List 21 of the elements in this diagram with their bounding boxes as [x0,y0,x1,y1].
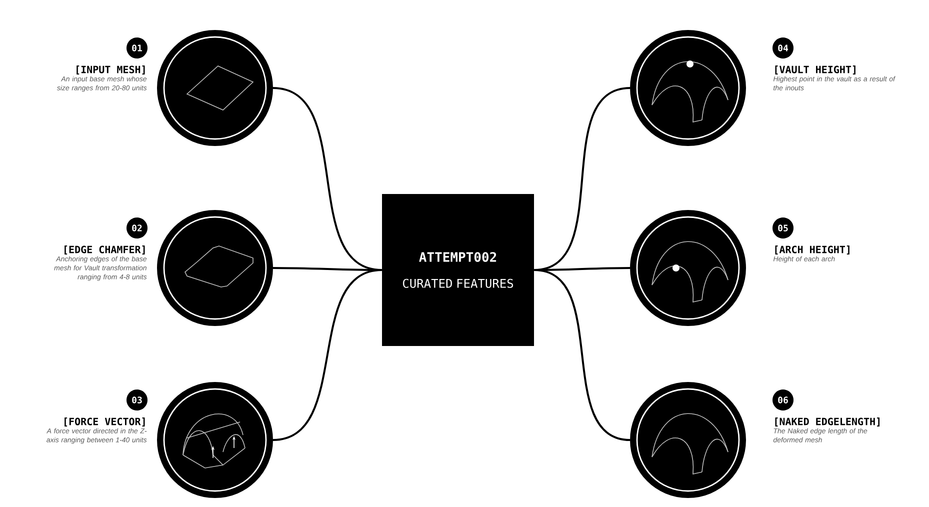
number-badge: 02 [126,218,148,238]
feature-title: [INPUT MESH] [76,66,145,74]
title-box: ATTEMPT002 CURATED FEATURES [382,194,534,346]
picture-circle [630,210,746,326]
feature-title: [FORCE VECTOR] [64,418,145,426]
number-badge: 04 [772,38,794,58]
picture-circle [157,382,273,498]
picture-circle [630,382,746,498]
number-badge: 01 [126,38,148,58]
number-badge: 05 [772,218,794,238]
number-badge: 03 [126,390,148,410]
picture-circle [157,30,273,146]
number-badge: 06 [772,390,794,410]
picture-circle [630,30,746,146]
feature-title: [VAULT HEIGHT] [775,66,856,74]
connector [534,269,630,441]
picture-circle [157,210,273,326]
feature-title: [EDGE CHAMFER] [64,246,145,254]
feature-title: [ARCH HEIGHT] [775,246,850,254]
connector [272,269,382,441]
feature-title: [NAKED EDGELENGTH] [775,418,880,426]
